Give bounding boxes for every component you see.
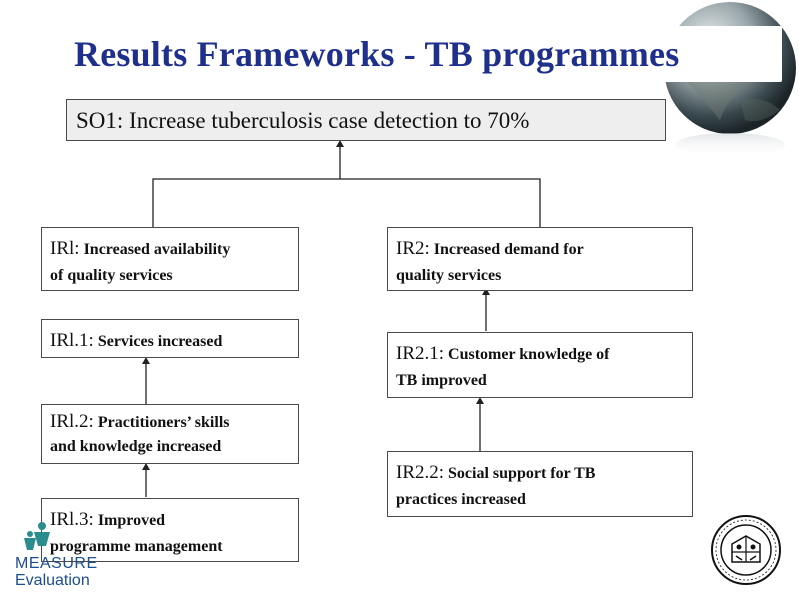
ir13-text-line1: Improved — [97, 512, 166, 529]
ir13-box: IRl.3: Improved programme management — [41, 498, 299, 562]
slide-title: Results Frameworks - TB programmes — [74, 34, 680, 74]
ir11-text-line1: Services increased — [97, 333, 223, 350]
measure-logo-text: MEASURE Evaluation — [15, 555, 98, 589]
measure-logo-line2: Evaluation — [15, 572, 90, 589]
ir13-code: IRl.3: — [50, 509, 94, 530]
ir21-box: IR2.1: Customer knowledge of TB improved — [387, 332, 693, 398]
ir12-text-line2: and knowledge increased — [50, 438, 222, 455]
ir1-text-line2: of quality services — [50, 267, 173, 284]
ir11-code: IRl.1: — [50, 330, 94, 351]
so1-box: SO1: Increase tuberculosis case detectio… — [66, 99, 666, 141]
ir21-text-line2: TB improved — [396, 372, 487, 389]
ir21-text-line1: Customer knowledge of — [448, 346, 610, 363]
ir12-code: IRl.2: — [50, 411, 94, 432]
ir12-text-line1: Practitioners’ skills — [97, 414, 230, 431]
ir22-text-line1: Social support for TB — [448, 465, 596, 482]
ir2-box: IR2: Increased demand for quality servic… — [387, 227, 693, 291]
ir21-code: IR2.1: — [396, 343, 445, 364]
ir2-text-line1: Increased demand for — [433, 241, 584, 258]
ir2-code: IR2: — [396, 238, 430, 259]
university-seal — [711, 515, 781, 585]
ir13-text-line2: programme management — [50, 538, 223, 555]
ir22-text-line2: practices increased — [396, 491, 526, 508]
ir11-box: IRl.1: Services increased — [41, 319, 299, 358]
ir1-code: IRl: — [50, 238, 80, 259]
ir22-code: IR2.2: — [396, 462, 445, 483]
ir22-box: IR2.2: Social support for TB practices i… — [387, 451, 693, 517]
title-background — [64, 26, 782, 82]
ir1-text-line1: Increased availability — [83, 241, 231, 258]
ir1-box: IRl: Increased availability of quality s… — [41, 227, 299, 291]
ir2-text-line2: quality services — [396, 267, 502, 284]
measure-evaluation-logo — [24, 522, 50, 550]
measure-logo-line1: MEASURE — [15, 555, 98, 572]
ir12-box: IRl.2: Practitioners’ skills and knowled… — [41, 404, 299, 464]
